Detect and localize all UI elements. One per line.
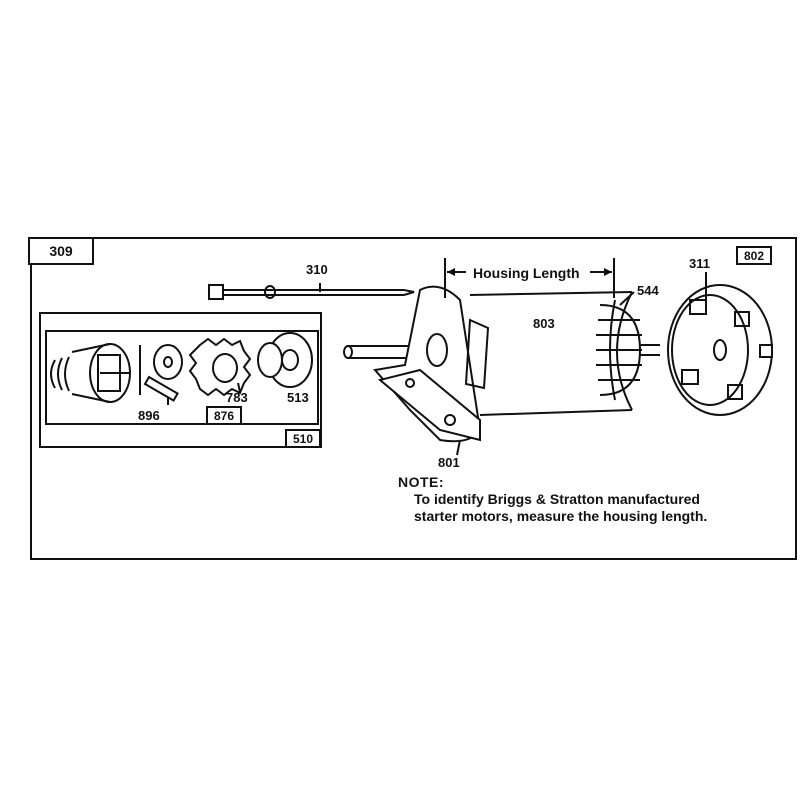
callout-310: 310 <box>306 262 328 277</box>
callout-801: 801 <box>438 455 460 470</box>
commutator <box>596 304 660 396</box>
callout-544: 544 <box>637 283 659 298</box>
end-plate-and-shaft <box>343 285 490 443</box>
thrust-washer <box>153 344 183 380</box>
pinion-drive <box>50 343 141 403</box>
drive-gear <box>188 337 252 397</box>
callout-803: 803 <box>533 316 555 331</box>
drive-tag-876: 876 <box>206 406 242 425</box>
note-title: NOTE: <box>398 474 445 490</box>
brush-end-cap <box>667 284 773 416</box>
note-line-1: To identify Briggs & Stratton manufactur… <box>414 491 700 507</box>
callout-783: 783 <box>226 390 248 405</box>
diagram-frame <box>30 237 797 560</box>
cap-tag-802: 802 <box>736 246 772 265</box>
callout-513: 513 <box>287 390 309 405</box>
sub-assembly-tag-510: 510 <box>285 429 321 448</box>
group-tag-309: 309 <box>28 237 94 265</box>
through-bolt <box>208 283 415 300</box>
callout-311: 311 <box>689 256 710 271</box>
callout-896: 896 <box>138 408 160 423</box>
sub-assembly-510-box <box>39 312 322 448</box>
note-line-2: starter motors, measure the housing leng… <box>414 508 708 524</box>
clutch-assembly <box>257 332 313 388</box>
motor-housing <box>469 291 633 416</box>
note-block: NOTE: To identify Briggs & Stratton manu… <box>398 474 707 525</box>
housing-length-label: Housing Length <box>470 265 583 281</box>
drive-assembly-box <box>45 330 319 425</box>
pinion-spring <box>143 375 179 402</box>
